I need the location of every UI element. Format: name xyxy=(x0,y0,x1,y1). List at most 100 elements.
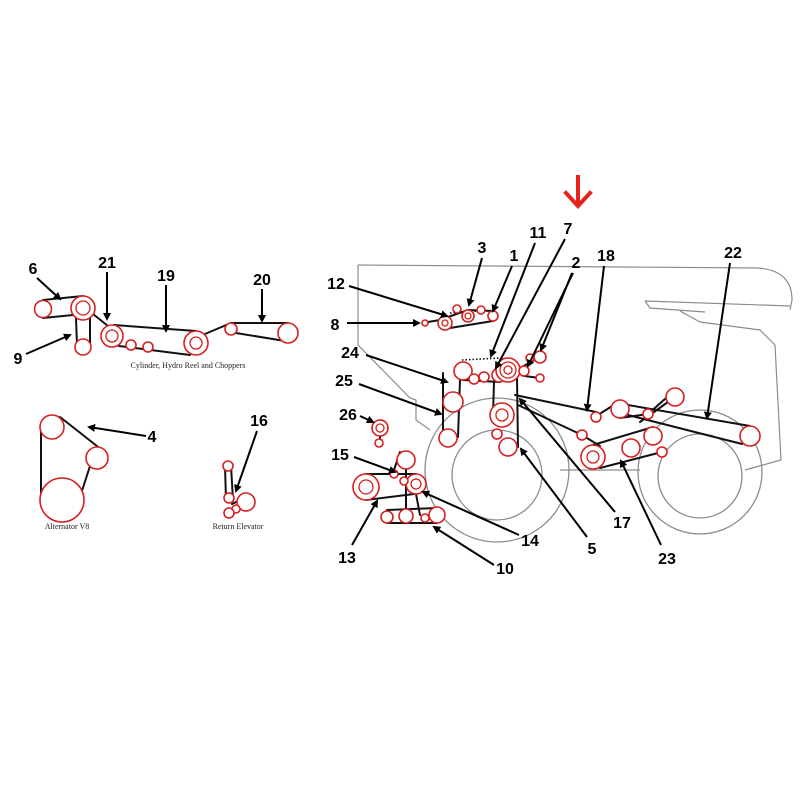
pulley-hub xyxy=(358,479,374,495)
pulley xyxy=(374,438,384,448)
callout-labels: 6 21 19 20 9 4 16 3 1 11 7 2 18 22 12 8 … xyxy=(14,221,742,578)
pulley xyxy=(487,310,499,322)
callout-6: 6 xyxy=(29,261,38,278)
belt xyxy=(415,493,421,516)
pulley xyxy=(453,361,473,381)
pulley xyxy=(491,428,503,440)
pulley xyxy=(33,299,53,319)
leader-arrow-5 xyxy=(519,447,588,538)
rear-wheel xyxy=(637,409,763,535)
pulley xyxy=(428,506,446,524)
pulley xyxy=(642,408,654,420)
leader-arrow-26 xyxy=(359,415,375,424)
pulley xyxy=(223,507,235,519)
callout-25: 25 xyxy=(335,373,353,390)
leader-arrow-16 xyxy=(234,430,258,493)
belt xyxy=(75,317,78,346)
pulley-hub xyxy=(410,478,422,490)
pulley xyxy=(442,391,464,413)
pulley xyxy=(398,508,414,524)
pulley xyxy=(85,446,109,470)
pulley xyxy=(610,399,630,419)
belt xyxy=(516,377,519,448)
callout-4: 4 xyxy=(148,429,157,446)
pulley xyxy=(580,444,606,470)
pulley xyxy=(421,319,429,327)
pulley-hub xyxy=(441,319,449,327)
pulley xyxy=(452,304,462,314)
pulley xyxy=(142,341,154,353)
pulley xyxy=(438,428,458,448)
callout-21: 21 xyxy=(98,255,116,272)
callout-22: 22 xyxy=(724,245,742,262)
callout-18: 18 xyxy=(597,248,615,265)
belt xyxy=(92,313,109,327)
callout-15: 15 xyxy=(331,447,349,464)
pulley xyxy=(100,324,124,348)
pulley-hub xyxy=(586,450,600,464)
pulley xyxy=(739,425,761,447)
pulley xyxy=(39,477,85,523)
pulley xyxy=(380,510,394,524)
pulley xyxy=(74,338,92,356)
leader-arrow-23 xyxy=(619,459,662,546)
callout-1: 1 xyxy=(510,248,519,265)
belt xyxy=(627,414,743,445)
leader-arrow-7 xyxy=(495,238,566,370)
leader-arrow-2b xyxy=(527,272,574,368)
callout-2: 2 xyxy=(572,255,581,272)
leader-arrow-12 xyxy=(348,285,449,319)
pulley xyxy=(236,492,256,512)
leader-arrow-24 xyxy=(365,354,449,384)
cylinder-reel-choppers-diagram: Cylinder, Hydro Reel and Choppers xyxy=(33,295,299,370)
pulley xyxy=(223,492,235,504)
front-wheel xyxy=(424,397,570,543)
pulley-hub xyxy=(375,423,385,433)
leader-arrow-25 xyxy=(358,383,443,416)
caption-return-elevator: Return Elevator xyxy=(213,522,264,531)
pulley xyxy=(535,373,545,383)
pulley xyxy=(399,476,409,486)
pulley xyxy=(125,339,137,351)
pulley xyxy=(70,295,96,321)
leader-arrow-18 xyxy=(583,265,605,412)
pulley xyxy=(396,450,416,470)
pulley-hub xyxy=(75,300,91,316)
leader-arrows xyxy=(25,238,731,566)
belt xyxy=(59,416,103,451)
pulley xyxy=(643,426,663,446)
return-elevator-diagram: Return Elevator xyxy=(213,460,264,531)
belt xyxy=(42,314,74,319)
indicator-down-arrow-icon xyxy=(563,175,593,209)
leader-arrow-6 xyxy=(36,277,62,301)
callout-8: 8 xyxy=(331,317,340,334)
pulley xyxy=(590,411,602,423)
pulley xyxy=(665,387,685,407)
pulley xyxy=(656,446,668,458)
leader-arrow-13 xyxy=(351,499,378,546)
belt xyxy=(386,507,438,511)
callout-9: 9 xyxy=(14,351,23,368)
callout-5: 5 xyxy=(588,541,597,558)
pulley xyxy=(405,473,427,495)
unloading-auger xyxy=(644,300,791,313)
belt xyxy=(592,426,654,446)
callout-11: 11 xyxy=(530,225,547,242)
belt xyxy=(514,394,597,413)
belt xyxy=(599,451,663,469)
alternator-diagram: Alternator V8 xyxy=(39,414,109,531)
callout-19: 19 xyxy=(157,268,175,285)
callout-26: 26 xyxy=(339,407,357,424)
pulley-hub xyxy=(499,361,517,379)
belt xyxy=(461,357,501,361)
pulley xyxy=(478,371,490,383)
callout-17: 17 xyxy=(613,515,631,532)
pulley-hub xyxy=(105,329,119,343)
callout-24: 24 xyxy=(341,345,359,362)
callout-14: 14 xyxy=(521,533,539,550)
pulley-hub xyxy=(189,336,203,350)
callout-20: 20 xyxy=(253,272,271,289)
belt xyxy=(204,322,289,335)
leader-arrow-14 xyxy=(421,490,520,536)
